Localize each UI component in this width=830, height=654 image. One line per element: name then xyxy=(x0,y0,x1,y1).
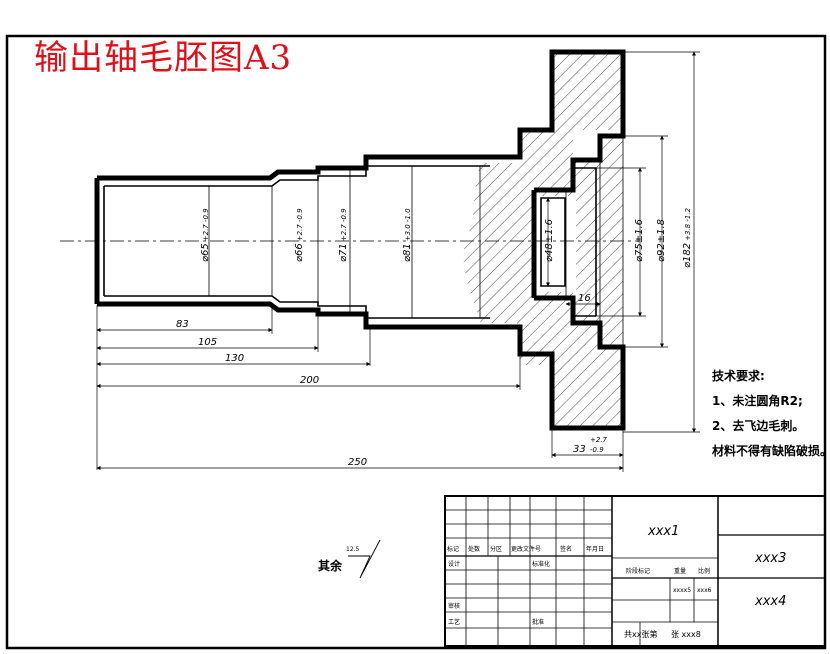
tb-h6: 年月日 xyxy=(586,545,604,553)
surface-label: 其余 xyxy=(318,558,343,573)
tb-part-name: xxx1 xyxy=(647,524,679,539)
dia-92: ⌀92±1.8 xyxy=(656,219,667,262)
sheet-border xyxy=(5,34,827,650)
dia-81: ⌀81+3.0 -1.0 xyxy=(402,208,413,262)
tb-h3: 分区 xyxy=(490,545,502,553)
tb-drawing-code: xxx3 xyxy=(754,551,786,566)
dim-130: 130 xyxy=(225,353,244,364)
tb-standard: 标准化 xyxy=(532,560,550,568)
tb-h2: 处数 xyxy=(468,545,480,553)
tb-h4: 更改文件号 xyxy=(511,545,541,553)
tb-check: 审核 xyxy=(448,602,460,610)
horizontal-dimensions xyxy=(96,301,624,472)
tech-line2: 2、去飞边毛刺。 xyxy=(712,418,804,433)
surface-value: 12.5 xyxy=(346,546,360,553)
dim-200: 200 xyxy=(300,375,319,386)
tb-weight-value: xxxx5 xyxy=(673,587,691,594)
tb-company: xxx4 xyxy=(754,594,786,609)
dim-105: 105 xyxy=(198,337,217,348)
tb-sheets: 共xx张第 xyxy=(624,629,657,639)
tb-h5: 签名 xyxy=(560,545,572,553)
tech-line3: 材料不得有缺陷破损。 xyxy=(711,443,830,458)
part-body xyxy=(60,49,640,431)
dim-250: 250 xyxy=(348,457,367,468)
dia-66: ⌀66+2.7 -0.9 xyxy=(294,208,305,262)
tech-line1: 1、未注圆角R2; xyxy=(712,393,803,408)
tb-h1: 标记 xyxy=(447,545,459,553)
title-block xyxy=(444,495,826,647)
tb-sheetno: 张 xxx8 xyxy=(671,630,701,639)
tech-heading: 技术要求: xyxy=(712,368,765,383)
dim-33-tol-dn: -0.9 xyxy=(590,446,604,454)
dim-16: 16 xyxy=(578,293,591,304)
tb-process: 工艺 xyxy=(448,618,460,626)
dim-33: 33 xyxy=(573,444,586,455)
drawing-title: 输出轴毛胚图A3 xyxy=(34,38,293,78)
tb-weight: 重量 xyxy=(674,567,686,575)
tb-scale: 比例 xyxy=(698,567,710,575)
dia-75: ⌀75±1.6 xyxy=(634,219,645,262)
tb-approve: 批准 xyxy=(532,618,544,626)
tb-design: 设计 xyxy=(448,560,460,568)
dim-33-tol-up: +2.7 xyxy=(590,436,608,444)
dia-65: ⌀65+2.7 -0.9 xyxy=(200,208,211,262)
part-outline xyxy=(94,49,626,431)
roughness-symbol xyxy=(348,539,381,579)
dia-71: ⌀71+2.7 -0.9 xyxy=(338,208,349,262)
tb-stage: 阶段标记 xyxy=(626,567,650,575)
dim-83: 83 xyxy=(176,319,189,330)
hatched-section xyxy=(463,52,623,426)
dia-48: ⌀48±1.6 xyxy=(544,219,555,262)
dia-182: ⌀182+3.8 -1.2 xyxy=(682,207,693,268)
diameter-dimensions xyxy=(545,51,700,433)
tb-scale-value: xxx6 xyxy=(697,587,712,594)
